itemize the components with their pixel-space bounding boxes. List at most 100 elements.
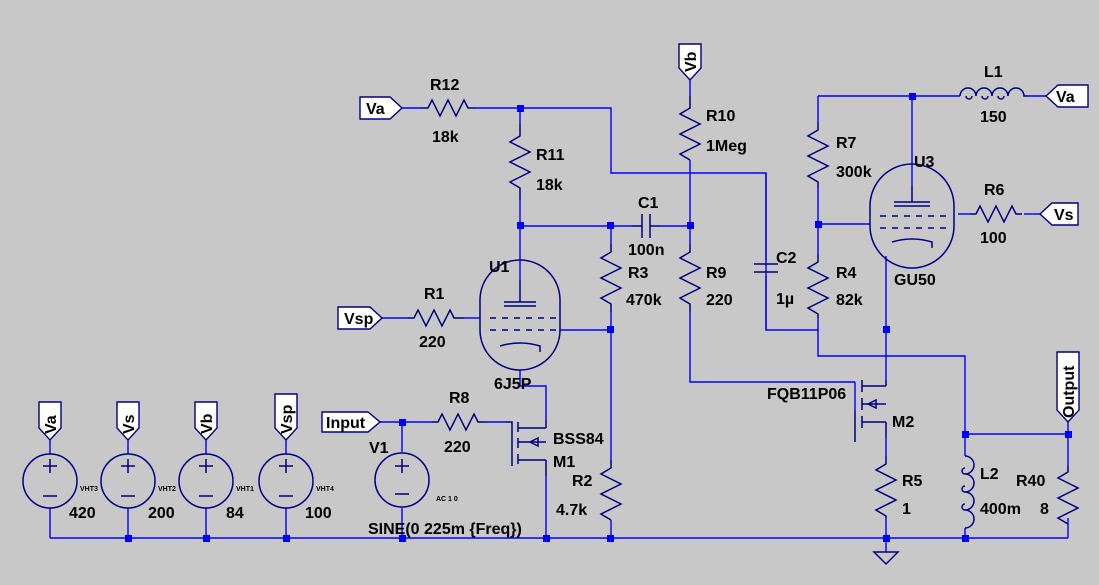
svg-text:8: 8 <box>1040 501 1049 518</box>
resistor-r8[interactable]: R8 220 <box>432 390 486 456</box>
resistor-r6[interactable]: R6 100 <box>970 182 1022 247</box>
svg-text:R10: R10 <box>706 108 735 125</box>
inductor-l2[interactable]: L2 400m <box>961 455 1021 529</box>
svg-text:VHT4: VHT4 <box>316 486 334 493</box>
net-flag-input[interactable]: Input <box>321 411 382 433</box>
svg-text:100: 100 <box>980 230 1007 247</box>
svg-text:BSS84: BSS84 <box>553 431 604 448</box>
svg-text:VHT2: VHT2 <box>158 486 176 493</box>
ground-icon <box>872 551 900 566</box>
svg-text:82k: 82k <box>836 292 863 309</box>
svg-text:220: 220 <box>419 334 446 351</box>
svg-text:C1: C1 <box>638 195 659 212</box>
net-flag-vb-top[interactable]: Vb <box>678 43 702 82</box>
resistor-r11[interactable]: R11 18k <box>508 124 565 200</box>
resistor-r5[interactable]: R5 1 <box>874 456 923 518</box>
svg-text:4.7k: 4.7k <box>556 502 587 519</box>
svg-text:U1: U1 <box>489 259 510 276</box>
mosfet-m2[interactable]: FQB11P06 M2 <box>767 380 914 442</box>
svg-text:420: 420 <box>69 505 96 522</box>
svg-text:Vb: Vb <box>199 413 216 434</box>
source-vht2[interactable]: VHT2 200 <box>100 453 176 522</box>
svg-text:220: 220 <box>444 439 471 456</box>
svg-text:18k: 18k <box>432 129 459 146</box>
svg-text:Vs: Vs <box>1054 207 1074 224</box>
svg-text:R12: R12 <box>430 77 459 94</box>
resistor-r10[interactable]: R10 1Meg <box>678 96 747 161</box>
svg-text:R6: R6 <box>984 182 1005 199</box>
net-flag-src-vsp[interactable]: Vsp <box>274 393 298 442</box>
svg-text:Input: Input <box>326 415 366 432</box>
svg-text:Vs: Vs <box>121 414 138 434</box>
svg-text:VHT1: VHT1 <box>236 486 254 493</box>
wires <box>49 80 1069 552</box>
svg-text:1µ: 1µ <box>776 291 794 308</box>
net-flag-src-va[interactable]: Va <box>38 401 62 442</box>
svg-text:R2: R2 <box>572 473 593 490</box>
net-flag-va-left[interactable]: Va <box>359 96 404 120</box>
svg-text:Va: Va <box>43 415 60 434</box>
net-flag-vs-right[interactable]: Vs <box>1038 202 1079 226</box>
svg-text:V1: V1 <box>369 440 389 457</box>
svg-text:1: 1 <box>902 501 911 518</box>
svg-text:100: 100 <box>305 505 332 522</box>
resistor-r3[interactable]: R3 470k <box>599 244 662 312</box>
resistor-r2[interactable]: R2 4.7k <box>556 460 623 521</box>
source-vht4[interactable]: VHT4 100 <box>258 453 334 522</box>
svg-text:R9: R9 <box>706 265 727 282</box>
svg-text:100n: 100n <box>628 242 664 259</box>
svg-text:Va: Va <box>1056 89 1075 106</box>
svg-text:FQB11P06: FQB11P06 <box>767 386 846 403</box>
svg-text:L1: L1 <box>984 64 1003 81</box>
junctions <box>125 93 1072 542</box>
source-v1[interactable]: V1 AC 1 0 SINE(0 225m {Freq}) <box>368 440 522 538</box>
svg-text:R3: R3 <box>628 265 649 282</box>
svg-text:200: 200 <box>148 505 175 522</box>
svg-text:U3: U3 <box>914 154 935 171</box>
svg-text:R1: R1 <box>424 286 445 303</box>
resistor-r1[interactable]: R1 220 <box>408 286 464 351</box>
svg-text:Vb: Vb <box>683 51 700 72</box>
svg-text:400m: 400m <box>980 501 1021 518</box>
net-flag-vsp[interactable]: Vsp <box>337 306 384 330</box>
tube-u1[interactable]: U1 6J5P <box>479 259 561 393</box>
svg-text:R4: R4 <box>836 265 857 282</box>
capacitor-c2[interactable]: C2 1µ <box>754 250 797 308</box>
net-flag-va-right[interactable]: Va <box>1044 84 1089 108</box>
svg-text:300k: 300k <box>836 164 872 181</box>
source-vht1[interactable]: VHT1 84 <box>178 453 254 522</box>
net-flag-src-vb[interactable]: Vb <box>194 401 218 442</box>
net-flag-output[interactable]: Output <box>1056 351 1080 424</box>
source-vht3[interactable]: VHT3 420 <box>22 453 98 522</box>
svg-text:M2: M2 <box>892 414 914 431</box>
svg-text:R5: R5 <box>902 473 923 490</box>
svg-text:Output: Output <box>1061 365 1078 418</box>
svg-text:AC 1 0: AC 1 0 <box>436 496 458 503</box>
svg-text:Va: Va <box>366 101 385 118</box>
svg-text:84: 84 <box>226 505 244 522</box>
svg-text:M1: M1 <box>553 454 575 471</box>
svg-text:R40: R40 <box>1016 473 1045 490</box>
capacitor-c1[interactable]: C1 100n <box>628 195 664 259</box>
svg-text:R11: R11 <box>536 147 565 164</box>
svg-text:150: 150 <box>980 109 1007 126</box>
resistor-r9[interactable]: R9 220 <box>678 244 733 312</box>
svg-text:1Meg: 1Meg <box>706 138 747 155</box>
svg-text:GU50: GU50 <box>894 272 936 289</box>
svg-text:C2: C2 <box>776 250 797 267</box>
svg-text:SINE(0 225m {Freq}): SINE(0 225m {Freq}) <box>368 521 522 538</box>
mosfet-m1[interactable]: BSS84 M1 <box>506 420 604 476</box>
svg-text:R8: R8 <box>449 390 470 407</box>
svg-text:L2: L2 <box>980 466 999 483</box>
resistor-r40[interactable]: R40 8 <box>1016 466 1080 525</box>
svg-text:6J5P: 6J5P <box>494 376 532 393</box>
resistor-r4[interactable]: R4 82k <box>806 254 863 318</box>
resistor-r12[interactable]: R12 18k <box>420 77 476 146</box>
tube-u3[interactable]: U3 GU50 <box>869 154 955 289</box>
svg-text:220: 220 <box>706 292 733 309</box>
net-flag-src-vs[interactable]: Vs <box>116 401 140 442</box>
svg-text:Vsp: Vsp <box>279 404 296 434</box>
inductor-l1[interactable]: L1 150 <box>959 64 1028 126</box>
resistor-r7[interactable]: R7 300k <box>806 122 872 188</box>
